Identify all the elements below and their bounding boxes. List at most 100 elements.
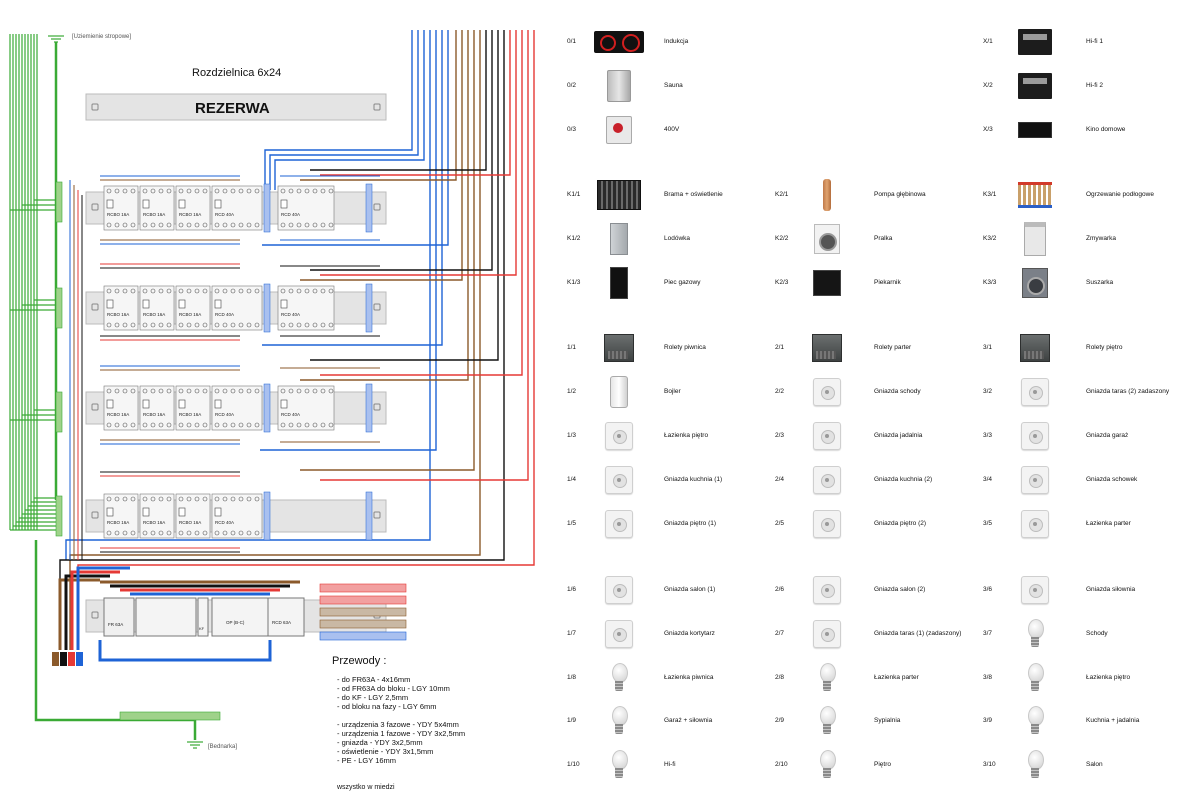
breaker-module: [277, 285, 335, 331]
legend-name: Rolety piętro: [1086, 344, 1123, 351]
outlet-400v-icon: [602, 114, 636, 146]
surge-protector-label: OP (B-C): [226, 620, 245, 625]
fr63a-switch: [103, 597, 135, 637]
supply-cable-n: [76, 652, 83, 666]
legend-code: 3/10: [983, 761, 996, 768]
wire-spec-line: - do KF - LGY 2,5mm: [337, 693, 408, 702]
socket-icon: [602, 508, 636, 540]
socket-icon: [1018, 420, 1052, 452]
breaker-module-label: RCD 40A: [215, 520, 234, 525]
gas-boiler-icon: [602, 267, 636, 299]
legend-code: 2/4: [775, 476, 785, 483]
legend-name: Gniazda schody: [874, 388, 921, 395]
socket-icon: [602, 464, 636, 496]
breaker-module-label: RCBO 16A: [107, 520, 129, 525]
legend-code: 2/1: [775, 344, 785, 351]
floor-heating-manifold-icon: [1018, 179, 1052, 211]
sauna-heater-icon: [602, 70, 636, 102]
wire-spec-line: - gniazda - YDY 3x2,5mm: [337, 738, 423, 747]
legend-name: Hi-fi 1: [1086, 38, 1103, 45]
breaker-module-label: RCBO 16A: [107, 212, 129, 217]
bulb-icon: [810, 705, 844, 737]
legend-name: Gniazda jadalnia: [874, 432, 923, 439]
legend-code: 3/8: [983, 674, 993, 681]
breaker-module-label: RCD 40A: [281, 212, 300, 217]
legend-code: 0/2: [567, 82, 577, 89]
rail-screw: [91, 103, 99, 111]
washing-machine-icon: [810, 223, 844, 255]
legend-name: Gniazda taras (1) (zadaszony): [874, 630, 962, 637]
legend-name: Gniazda kuchnia (2): [874, 476, 933, 483]
din-rail-rows: RCBO 16A RCBO 16A RCBO 16A RCD 40A RCD 40A RC…: [85, 183, 387, 541]
wire-spec-line: - od bloku na fazy - LGY 6mm: [337, 702, 437, 711]
legend-code: 3/5: [983, 520, 993, 527]
legend-code: 0/3: [567, 126, 577, 133]
panel-internal-wiring: [69, 175, 380, 560]
breaker-module-label: RCBO 16A: [107, 412, 129, 417]
breaker-module: [277, 385, 335, 431]
hifi-amplifier-icon: [1018, 70, 1052, 102]
bulb-icon: [602, 749, 636, 781]
neutral-terminal: [365, 183, 373, 233]
bulb-icon: [1018, 618, 1052, 650]
legend-name: Piętro: [874, 761, 891, 768]
bulb-icon: [1018, 705, 1052, 737]
pe-terminal-block: [55, 495, 63, 537]
legend-name: Gniazda piętro (2): [874, 520, 927, 527]
legend-code: 2/10: [775, 761, 788, 768]
legend-code: 2/9: [775, 717, 785, 724]
breaker-module-label: RCBO 16A: [179, 412, 201, 417]
legend-code: 3/2: [983, 388, 993, 395]
legend-name: 400V: [664, 126, 680, 133]
legend-name: Łazienka piwnica: [664, 674, 714, 681]
breaker-module: [277, 185, 335, 231]
legend-name: Gniazda taras (2) zadaszony: [1086, 388, 1170, 395]
socket-icon: [1018, 574, 1052, 606]
wire-spec-line: - od FR63A do bloku - LGY 10mm: [337, 684, 450, 693]
socket-icon: [1018, 508, 1052, 540]
legend-code: 2/2: [775, 388, 785, 395]
legend-name: Gniazda kuchnia (1): [664, 476, 723, 483]
neutral-terminal: [365, 283, 373, 333]
legend-code: 1/1: [567, 344, 577, 351]
legend-code: K1/2: [567, 235, 581, 242]
socket-icon: [810, 508, 844, 540]
legend-name: Kino domowe: [1086, 126, 1126, 133]
pe-grounding-bundle: [9, 34, 60, 531]
legend-code: 1/6: [567, 586, 577, 593]
fridge-icon: [602, 223, 636, 255]
well-pump-icon: [810, 179, 844, 211]
legend-code: 1/7: [567, 630, 577, 637]
breaker-module-label: RCBO 16A: [107, 312, 129, 317]
legend-name: Gniazda salon (1): [664, 586, 716, 593]
legend-code: 1/10: [567, 761, 580, 768]
legend-name: Gniazda piętro (1): [664, 520, 717, 527]
legend-code: 1/8: [567, 674, 577, 681]
legend-name: Łazienka parter: [1086, 520, 1131, 527]
supply-cable-l2: [60, 652, 67, 666]
supply-row: FR 63A KF OP (B-C) RCD 63A: [52, 566, 407, 666]
legend-name: Indukcja: [664, 38, 689, 45]
socket-icon: [1018, 464, 1052, 496]
legend-code: 0/1: [567, 38, 577, 45]
surge-protector: [211, 597, 269, 637]
wires-list-2: - urządzenia 3 fazowe - YDY 5x4mm- urząd…: [337, 720, 465, 765]
neutral-terminal: [365, 383, 373, 433]
breaker-module: [139, 285, 175, 331]
rcd-63a-label: RCD 63A: [272, 620, 291, 625]
legend-code: K2/2: [775, 235, 789, 242]
pe-bar-bottom: [119, 711, 221, 721]
legend-name: Hi-fi 2: [1086, 82, 1103, 89]
kf-label: KF: [199, 626, 205, 631]
legend-code: 3/1: [983, 344, 993, 351]
legend-code: 3/9: [983, 717, 993, 724]
legend-code: 3/4: [983, 476, 993, 483]
shutter-icon: [810, 332, 844, 364]
breaker-module-label: RCBO 16A: [143, 412, 165, 417]
legend-code: 2/3: [775, 432, 785, 439]
reserve-label: REZERWA: [195, 100, 270, 117]
wires-list-1: - do FR63A - 4x16mm- od FR63A do bloku -…: [337, 675, 450, 711]
breaker-module-label: RCD 40A: [281, 312, 300, 317]
legend-name: Gniazda salon (2): [874, 586, 926, 593]
legend-code: K2/3: [775, 279, 789, 286]
